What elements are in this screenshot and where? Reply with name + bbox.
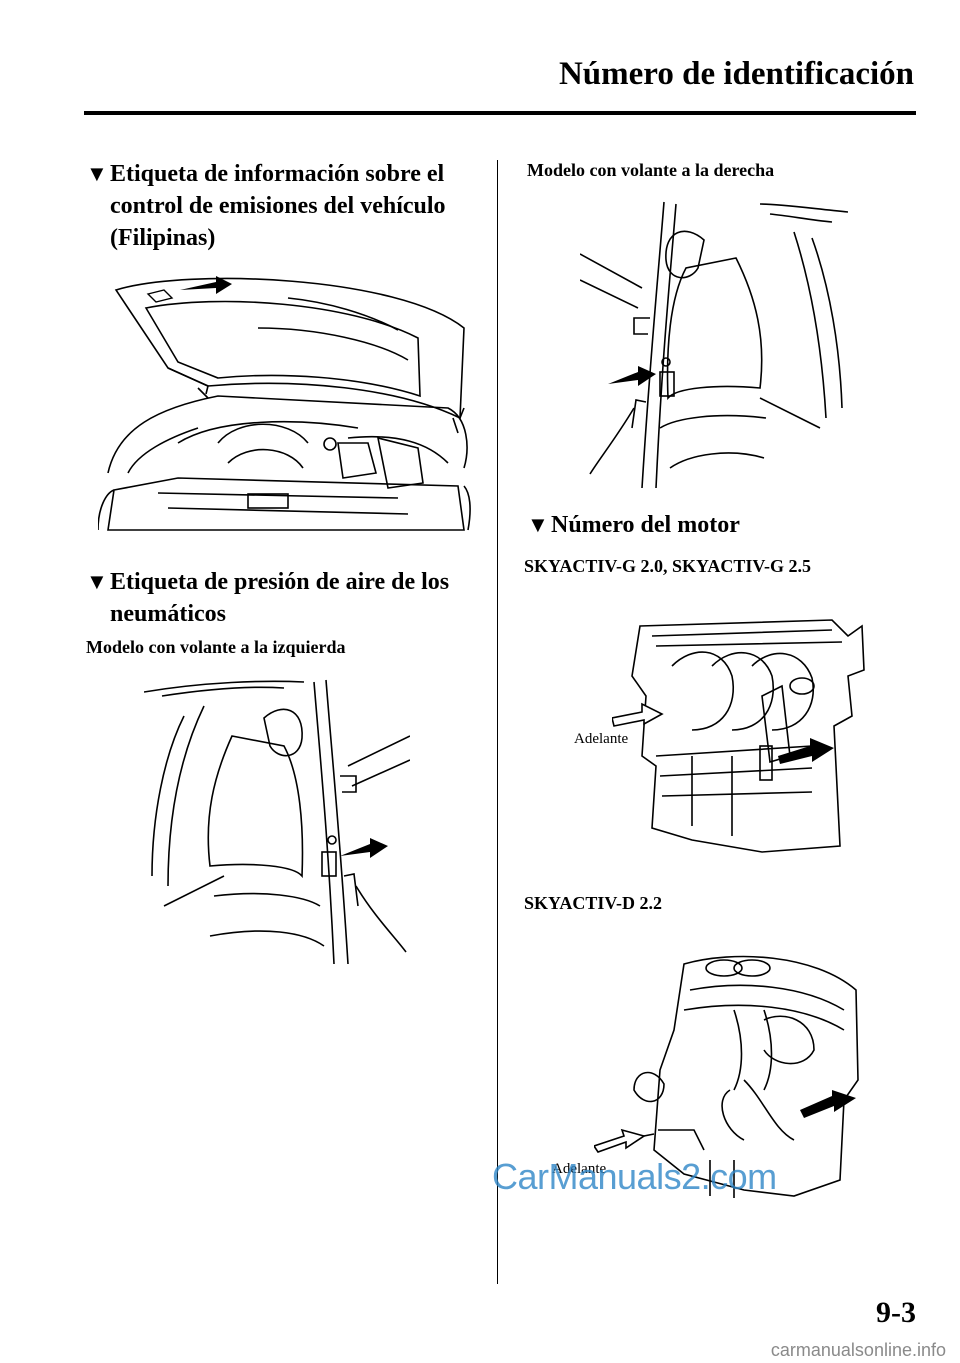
subheading-lhd-model: Modelo con volante a la izquierda: [86, 637, 346, 657]
subheading-rhd-model: Modelo con volante a la derecha: [527, 160, 775, 180]
engine-title-skyactiv-g: SKYACTIV-G 2.0, SKYACTIV-G 2.5: [524, 556, 812, 576]
page-title: Número de identificación: [558, 56, 914, 92]
hood-open-illustration: [98, 268, 474, 532]
triangle-marker-icon: ▼: [86, 161, 108, 186]
header-rule: [84, 111, 916, 115]
skyactiv-d-engine-illustration: [594, 950, 864, 1200]
engine-title-skyactiv-d: SKYACTIV-D 2.2: [524, 893, 663, 913]
section-heading-emissions-label: ▼ Etiqueta de información sobre el contr…: [86, 158, 476, 254]
section-heading-tire-pressure-label: ▼ Etiqueta de presión de aire de los neu…: [86, 566, 486, 630]
front-direction-label: Adelante: [574, 731, 629, 747]
footer-site-url: carmanualsonline.info: [770, 1340, 946, 1360]
section-heading-engine-number: ▼ Número del motor: [527, 509, 927, 541]
front-direction-label: Adelante: [552, 1161, 607, 1177]
rhd-door-pillar-illustration: [580, 198, 848, 488]
triangle-marker-icon: ▼: [527, 512, 549, 537]
skyactiv-g-engine-illustration: [612, 606, 872, 856]
watermark: CarManuals2.com: [492, 1156, 777, 1197]
page-number: 9-3: [876, 1296, 916, 1329]
column-divider: [497, 160, 498, 1284]
triangle-marker-icon: ▼: [86, 569, 108, 594]
lhd-door-pillar-illustration: [144, 676, 410, 964]
